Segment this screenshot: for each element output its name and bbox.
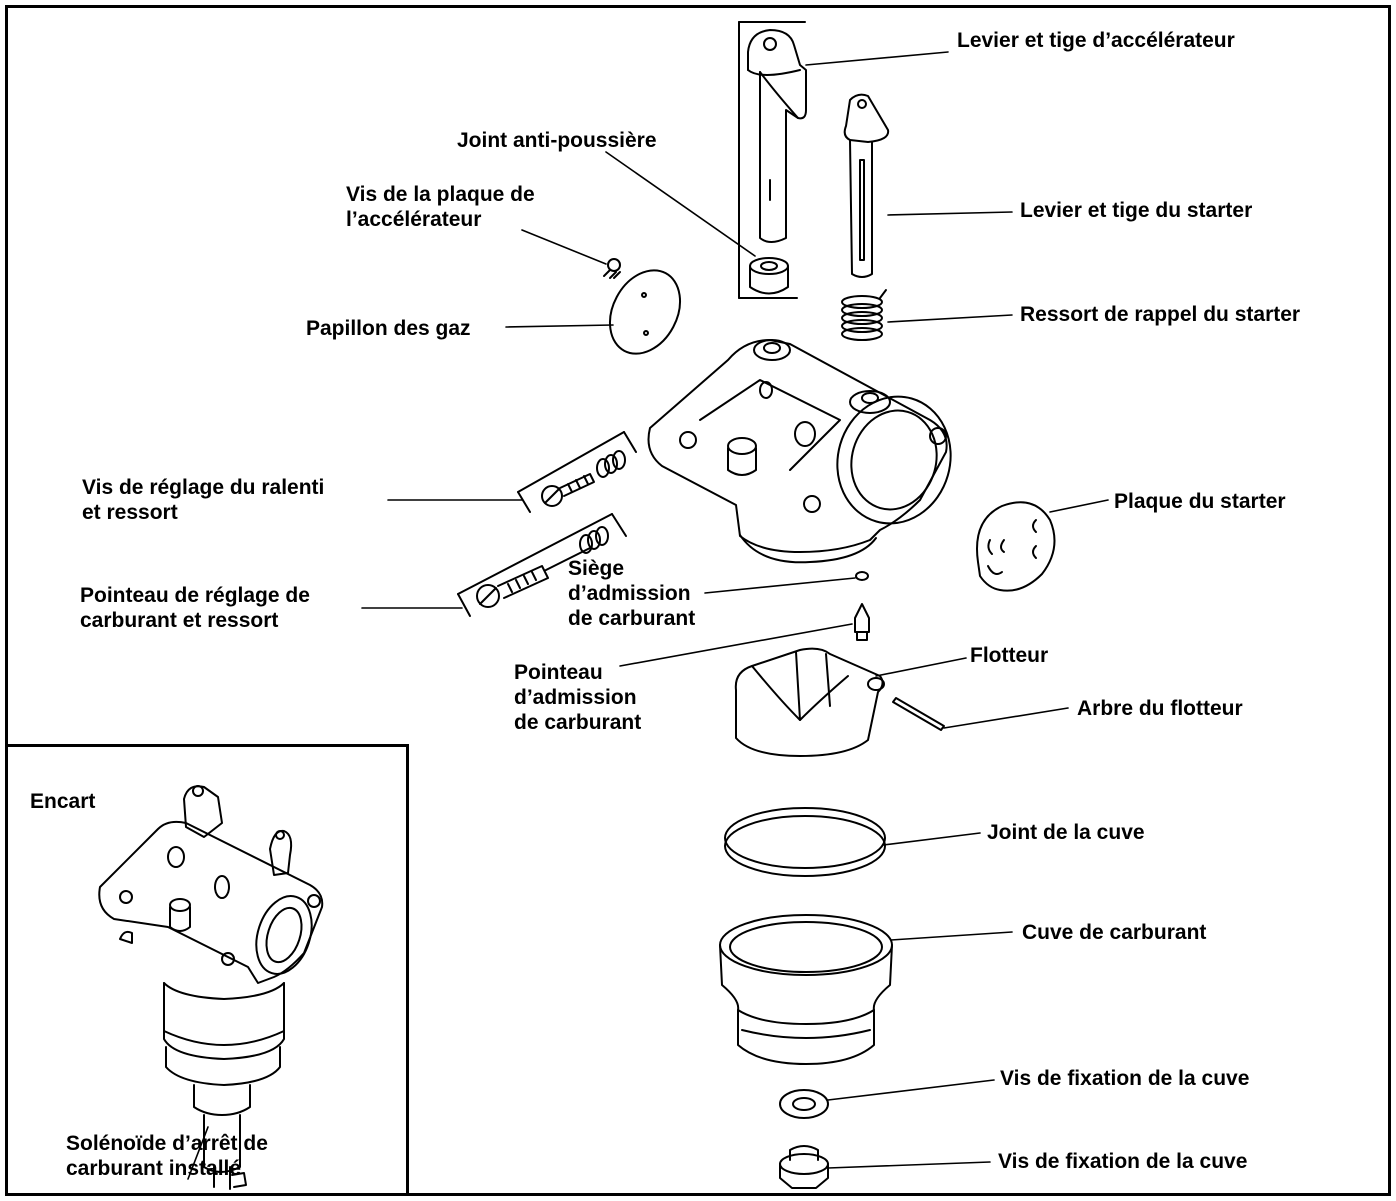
label-inlet-seat: Siège d’admission de carburant xyxy=(568,556,695,631)
label-fuel-bowl: Cuve de carburant xyxy=(1022,921,1207,944)
label-line: Pointeau xyxy=(514,661,603,684)
label-dust-seal: Joint anti-poussière xyxy=(457,129,657,152)
caption-line: carburant installé xyxy=(66,1157,242,1180)
throttle-plate-screw xyxy=(603,258,621,279)
label-line: Pointeau de réglage de xyxy=(80,584,310,607)
label-bowl-screw-2: Vis de fixation de la cuve xyxy=(998,1150,1248,1173)
label-inlet-needle: Pointeau d’admission de carburant xyxy=(514,660,641,735)
label-line: d’admission xyxy=(568,582,691,605)
inset-box: Encart Solénoïde d’arrêt de carburant in… xyxy=(5,744,409,1196)
inset-shutoff-solenoid xyxy=(193,1084,251,1190)
caption-line: Solénoïde d’arrêt de xyxy=(66,1132,268,1155)
dust-seal xyxy=(749,257,789,295)
inset-leader-line xyxy=(187,1126,209,1180)
label-line: Vis de réglage du ralenti xyxy=(82,476,325,499)
carburetor-body xyxy=(647,339,952,564)
label-bowl-screw-1: Vis de fixation de la cuve xyxy=(1000,1067,1250,1090)
inset-carburetor-top xyxy=(98,785,324,984)
throttle-lever-shaft xyxy=(747,29,807,243)
bowl-nut xyxy=(779,1145,829,1189)
inlet-needle xyxy=(854,603,870,641)
label-line: d’admission xyxy=(514,686,637,709)
fuel-needle-bracket xyxy=(457,513,627,617)
label-line: Vis de la plaque de xyxy=(346,183,535,206)
label-idle-screw: Vis de réglage du ralenti et ressort xyxy=(82,475,324,525)
choke-plate xyxy=(976,501,1056,592)
inset-title: Encart xyxy=(30,790,96,813)
float-shaft xyxy=(892,697,945,731)
label-line: Siège xyxy=(568,557,625,580)
label-line: et ressort xyxy=(82,501,178,524)
choke-lever-shaft xyxy=(843,93,890,278)
label-choke-spring: Ressort de rappel du starter xyxy=(1020,303,1301,326)
choke-return-spring xyxy=(841,289,887,341)
float xyxy=(734,647,885,757)
idle-screw-spring xyxy=(541,450,626,507)
throttle-group-bracket xyxy=(738,21,806,299)
label-line: l’accélérateur xyxy=(346,208,482,231)
label-line: de carburant xyxy=(568,607,696,630)
diagram-frame xyxy=(5,5,1391,1196)
fuel-bowl xyxy=(719,914,893,1065)
label-bowl-gasket: Joint de la cuve xyxy=(987,821,1145,844)
inlet-seat xyxy=(855,571,869,581)
label-float-shaft: Arbre du flotteur xyxy=(1077,697,1243,720)
bowl-gasket xyxy=(724,807,886,877)
bowl-washer xyxy=(779,1089,829,1119)
inset-drawing xyxy=(98,785,324,1190)
label-throttle-plate: Papillon des gaz xyxy=(306,317,471,340)
inset-caption: Solénoïde d’arrêt de carburant installé xyxy=(66,1131,268,1181)
label-float: Flotteur xyxy=(970,644,1049,667)
fuel-needle-spring xyxy=(476,526,609,608)
label-line: carburant et ressort xyxy=(80,609,279,632)
inset-carburetor-bowl xyxy=(163,982,285,1086)
label-throttle-lever: Levier et tige d’accélérateur xyxy=(957,29,1235,52)
label-line: de carburant xyxy=(514,711,642,734)
idle-screw-bracket xyxy=(517,431,637,513)
label-throttle-plate-screw: Vis de la plaque de l’accélérateur xyxy=(346,182,535,232)
label-fuel-needle: Pointeau de réglage de carburant et ress… xyxy=(80,583,310,633)
leader-lines xyxy=(361,51,1109,1169)
label-choke-lever: Levier et tige du starter xyxy=(1020,199,1253,222)
throttle-plate xyxy=(608,269,682,355)
label-choke-plate: Plaque du starter xyxy=(1114,490,1286,513)
